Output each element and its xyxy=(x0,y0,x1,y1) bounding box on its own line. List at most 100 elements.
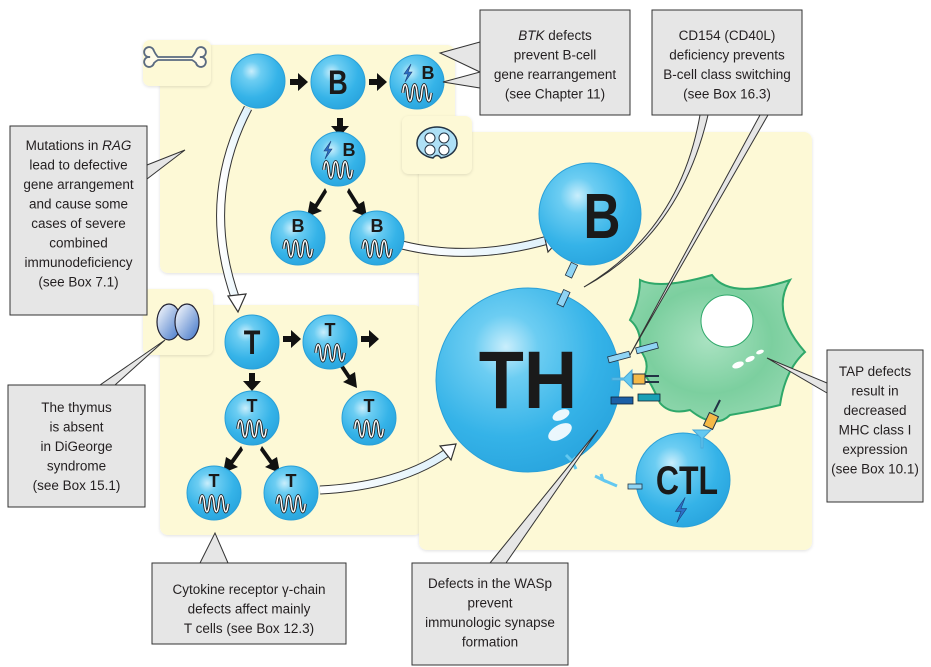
mature-t-cell-label: T xyxy=(286,471,297,491)
callout-text-line: CD154 (CD40L) xyxy=(679,28,776,43)
callout-box xyxy=(7,384,146,508)
arrow-split-right xyxy=(347,188,367,217)
callout-text-line: The thymus xyxy=(41,400,112,415)
bone-marrow-tile xyxy=(143,40,211,86)
lightning-icon xyxy=(674,497,688,523)
callout-text-line: and cause some xyxy=(29,197,128,212)
tcr-receptor xyxy=(611,368,633,390)
apc-nucleus xyxy=(700,294,754,348)
arrow-t-split-right xyxy=(260,446,280,473)
btk-pointer xyxy=(442,71,481,89)
bone-icon xyxy=(143,46,207,68)
pro-b-cell: B xyxy=(310,54,366,110)
ctl-mhc-anchor xyxy=(713,399,721,413)
pre-b-cell-label: B xyxy=(343,140,356,160)
ctl-tcr xyxy=(691,429,713,449)
arrow-t-out xyxy=(361,330,379,348)
sp-thymocyte-label: T xyxy=(364,396,375,416)
callout-text-line: decreased xyxy=(843,403,906,418)
callout-text-line: (see Chapter 11) xyxy=(505,87,605,102)
callout-text-line: (see Box 7.1) xyxy=(38,275,118,290)
callout-text-line: Mutations in RAG xyxy=(26,138,132,153)
callout-box xyxy=(411,562,569,666)
sp-thymocyte: T xyxy=(341,390,397,446)
callout-pointer xyxy=(489,429,599,564)
peripheral-b-cell: B xyxy=(538,162,642,266)
callout-text-line: lead to defective xyxy=(29,158,127,173)
tcell-path-arrowhead xyxy=(438,443,457,462)
callout-text-line: BTK defects xyxy=(518,28,592,43)
arrow-t-down xyxy=(243,373,261,391)
mhc-peptide xyxy=(632,373,646,385)
arrow-t-diag xyxy=(340,363,357,388)
arrow-stem-to-prob xyxy=(290,73,308,91)
th-vesicle xyxy=(548,423,572,441)
callout-text-line: prevent xyxy=(467,596,512,611)
lightning-icon xyxy=(323,140,333,160)
development-arrows xyxy=(223,73,387,473)
arrow-split-left xyxy=(307,188,327,217)
peripheral-b-cell-label: B xyxy=(584,182,621,253)
lymph-node-icon xyxy=(416,126,458,159)
thymocyte: T xyxy=(224,314,280,370)
mature-b-cell: B xyxy=(349,210,405,266)
sp-thymocyte: T xyxy=(224,390,280,446)
callout-box xyxy=(826,349,924,503)
callout-pointer xyxy=(99,339,166,386)
callout-text-line: gene rearrangement xyxy=(494,67,617,82)
dp-thymocyte-label: T xyxy=(325,320,336,340)
cd40l-ligand-a xyxy=(607,350,631,364)
callout-box xyxy=(479,9,631,116)
callout-text-line: defects affect mainly xyxy=(188,602,311,617)
stem-cell xyxy=(230,53,286,109)
callout-text-line: (see Box 15.1) xyxy=(33,478,121,493)
rearranging-b-cell: B xyxy=(389,54,445,110)
rearranging-b-cell-label: B xyxy=(422,63,435,83)
callout-pointer xyxy=(199,531,229,564)
callout-text-line: cases of severe xyxy=(31,216,126,231)
mhc-anchor xyxy=(645,375,659,383)
th-vesicle xyxy=(552,409,570,421)
dp-thymocyte: T xyxy=(302,314,358,370)
callout-text-line: TAP defects xyxy=(839,364,912,379)
costim-molecule-a xyxy=(610,396,634,405)
callout-box xyxy=(9,125,148,316)
callout-text-line: in DiGeorge xyxy=(40,439,112,454)
costim-molecule-b xyxy=(637,393,661,402)
callout-pointer xyxy=(583,114,769,356)
sp-thymocyte-label: T xyxy=(247,396,258,416)
pre-b-cell: B xyxy=(310,131,366,187)
stem-to-thymus-arrowhead xyxy=(226,293,247,314)
callout-text-line: prevent B-cell xyxy=(514,48,597,63)
arrow-t-to-t xyxy=(283,330,301,348)
ctl-ligand xyxy=(627,483,643,490)
callout-pointer xyxy=(146,149,186,180)
callout-text-line: combined xyxy=(49,236,108,251)
apc-vesicle xyxy=(756,349,764,355)
mature-b-cell: B xyxy=(270,210,326,266)
thymus-icon xyxy=(156,303,200,341)
arrow-prob-to-preb xyxy=(369,73,387,91)
cd40l-ligand-b xyxy=(635,341,659,355)
callout-text-line: immunodeficiency xyxy=(24,255,132,270)
arrow-t-split-left xyxy=(223,446,243,473)
callout-text-line: T cells (see Box 12.3) xyxy=(184,621,314,636)
mature-t-cell-label: T xyxy=(209,471,220,491)
mature-b-cell-label: B xyxy=(292,216,305,236)
callout-text-line: B-cell class switching xyxy=(663,67,791,82)
callout-box xyxy=(151,562,347,645)
pro-b-cell-label: B xyxy=(328,63,348,102)
callout-text-line: syndrome xyxy=(47,459,106,474)
callout-text-line: (see Box 16.3) xyxy=(683,87,771,102)
callout-pointer xyxy=(438,41,481,73)
callout-box xyxy=(651,9,803,116)
mature-b-cell-label: B xyxy=(371,216,384,236)
apc-vesicle xyxy=(745,355,755,363)
cd40l-receptor xyxy=(556,288,571,308)
